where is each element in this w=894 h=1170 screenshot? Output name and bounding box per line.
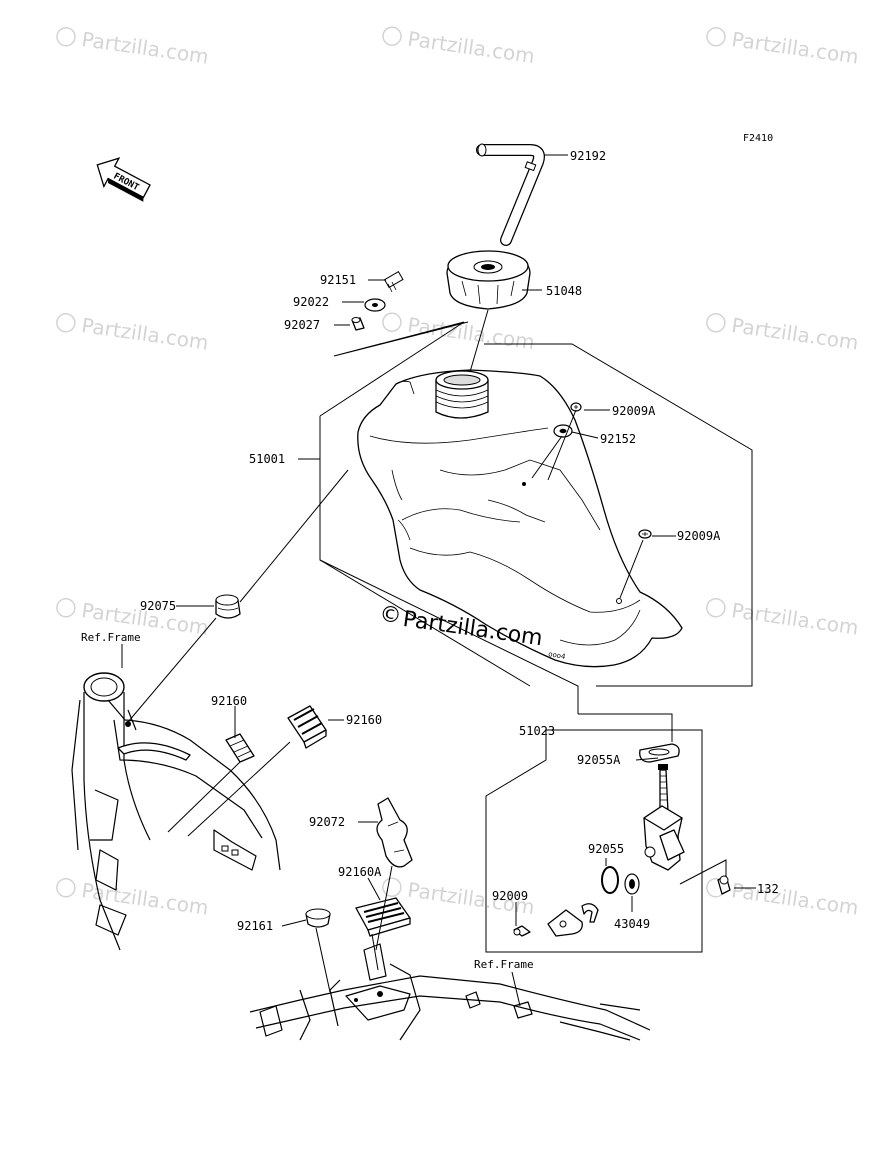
watermark-text: Partzilla.com — [730, 598, 860, 640]
screw-92009A-upper — [570, 402, 582, 412]
callout-labels: 92192 51048 92151 92022 92027 92009A 921… — [81, 149, 779, 971]
callout-92009A-upper: 92009A — [612, 404, 656, 418]
callout-92055: 92055 — [588, 842, 624, 856]
callout-92009A-lower: 92009A — [677, 529, 721, 543]
watermark-text: Partzilla.com — [730, 313, 860, 355]
callout-51023: 51023 — [519, 724, 555, 738]
callout-92161: 92161 — [237, 919, 273, 933]
callout-51001: 51001 — [249, 452, 285, 466]
callout-43049: 43049 — [614, 917, 650, 931]
watermark-text: Partzilla.com — [406, 313, 536, 355]
band-92072 — [376, 797, 413, 868]
damper-92160A — [355, 897, 411, 937]
callout-92075: 92075 — [140, 599, 176, 613]
watermark-text: Partzilla.com — [80, 27, 210, 69]
callout-51048: 51048 — [546, 284, 582, 298]
leader-lines — [121, 154, 756, 1007]
breather-hose — [476, 143, 545, 246]
callout-92192: 92192 — [570, 149, 606, 163]
ref-frame-label-bottom: Ref.Frame — [474, 958, 534, 971]
grommet-92152 — [553, 424, 573, 438]
fuel-cap — [446, 250, 531, 310]
callout-92152: 92152 — [600, 432, 636, 446]
cap-92161 — [305, 908, 331, 928]
watermark-text: Partzilla.com — [406, 27, 536, 69]
ref-frame-label-left: Ref.Frame — [81, 631, 141, 644]
figure-code: F2410 — [743, 133, 773, 144]
frame-bottom — [249, 943, 651, 1041]
callout-92072: 92072 — [309, 815, 345, 829]
callout-92022: 92022 — [293, 295, 329, 309]
callout-92160-right: 92160 — [346, 713, 382, 727]
watermark-text: Partzilla.com — [80, 313, 210, 355]
frame-left — [71, 672, 281, 951]
damper-92160-left — [225, 733, 255, 763]
fuel-cock — [513, 743, 731, 937]
svg-text:ooo4: ooo4 — [548, 650, 567, 661]
watermark-text: Partzilla.com — [730, 878, 860, 920]
bolt-92151 — [383, 270, 404, 293]
callout-132: 132 — [757, 882, 779, 896]
callout-92009: 92009 — [492, 889, 528, 903]
callout-92160-left: 92160 — [211, 694, 247, 708]
damper-92075 — [215, 594, 241, 619]
callout-92151: 92151 — [320, 273, 356, 287]
callout-92027: 92027 — [284, 318, 320, 332]
callout-92160A: 92160A — [338, 865, 382, 879]
screw-92009A-lower — [638, 529, 652, 539]
fuel-tank: ooo4 — [357, 369, 683, 668]
watermark-text: Partzilla.com — [730, 27, 860, 69]
callout-92055A: 92055A — [577, 753, 621, 767]
collar-92027 — [351, 317, 365, 331]
front-arrow-icon: FRONT — [96, 157, 151, 202]
watermark-symbol: © — [378, 602, 403, 630]
damper-92160-right — [287, 705, 327, 749]
